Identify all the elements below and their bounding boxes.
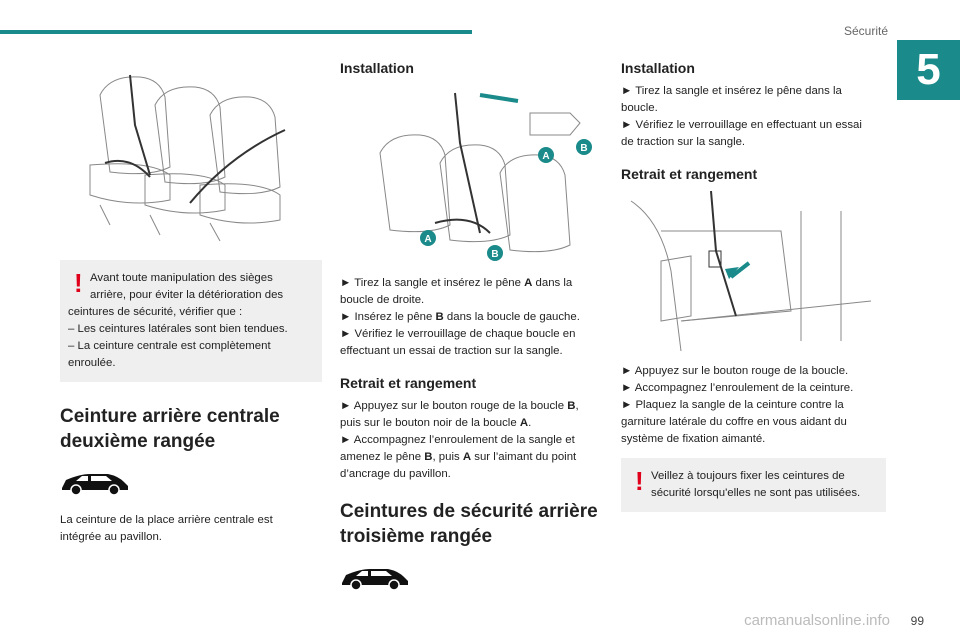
warning-text: – La ceinture centrale est complètement: [68, 340, 271, 352]
instruction-text: boucle.: [621, 102, 658, 114]
instruction-text: garniture latérale du coffre en vous aid…: [621, 416, 847, 428]
instruction-text: de traction sur la sangle.: [621, 136, 746, 148]
instruction-text: ► Appuyez sur le bouton rouge de la bouc…: [621, 365, 849, 377]
rear-seats-illustration: [60, 55, 322, 245]
warning-box: ! Avant toute manipulation des sièges ar…: [60, 260, 322, 382]
instruction-text: ► Plaquez la sangle de la ceinture contr…: [621, 399, 844, 411]
warning-text: arrière, pour éviter la détérioration de…: [90, 289, 284, 301]
heading-retrait: Retrait et rangement: [340, 375, 477, 391]
label-b-bottom: B: [491, 249, 498, 260]
instruction-text: ► Vérifiez le verrouillage de chaque bou…: [340, 328, 576, 340]
column-2: Installation A B A B ► Tirez la sangle e…: [340, 55, 606, 593]
warning-icon: !: [635, 466, 644, 496]
car-icon: [342, 569, 408, 591]
warning-text: ceintures de sécurité, vérifier que :: [68, 306, 243, 318]
installation-illustration: A B A B: [340, 83, 606, 263]
instruction-text: ► Appuyez sur le bouton rouge de la bouc…: [340, 400, 579, 412]
instruction-text: ► Tirez la sangle et insérez le pêne A d…: [340, 277, 573, 289]
instruction-text: système de fixation aimanté.: [621, 433, 766, 445]
chapter-tab: 5: [897, 40, 960, 100]
instruction-text: ► Tirez la sangle et insérez le pêne dan…: [621, 85, 842, 97]
page-number: 99: [910, 614, 924, 628]
heading-installation: Installation: [340, 60, 414, 76]
warning-text: sécurité lorsqu'elles ne sont pas utilis…: [651, 487, 861, 499]
header-accent-bar: [0, 30, 472, 34]
instruction-text: effectuant un essai de traction sur la s…: [340, 345, 563, 357]
warning-text: – Les ceintures latérales sont bien tend…: [68, 323, 288, 335]
heading-installation: Installation: [621, 60, 695, 76]
warning-text: Avant toute manipulation des sièges: [90, 272, 273, 284]
instruction-text: ► Vérifiez le verrouillage en effectuant…: [621, 119, 862, 131]
warning-text: Veillez à toujours fixer les ceintures d…: [651, 470, 845, 482]
label-a-top: A: [542, 151, 549, 162]
instruction-text: boucle de droite.: [340, 294, 425, 306]
instruction-text: d’ancrage du pavillon.: [340, 468, 451, 480]
warning-box: ! Veillez à toujours fixer les ceintures…: [621, 458, 886, 512]
watermark: carmanualsonline.info: [744, 612, 890, 629]
heading-troisieme-rangee: troisième rangée: [340, 526, 493, 547]
heading-ceinture-centrale: deuxième rangée: [60, 431, 216, 452]
section-title: Sécurité: [843, 24, 888, 38]
car-icon: [62, 474, 128, 496]
label-b-top: B: [580, 143, 587, 154]
body-text: intégrée au pavillon.: [60, 531, 162, 543]
warning-text: enroulée.: [68, 357, 116, 369]
body-text: La ceinture de la place arrière centrale…: [60, 514, 273, 526]
column-1: ! Avant toute manipulation des sièges ar…: [60, 55, 322, 546]
label-a-bottom: A: [424, 234, 431, 245]
column-3: Installation ► Tirez la sangle et insére…: [621, 55, 886, 512]
instruction-text: puis sur le bouton noir de la boucle A.: [340, 417, 532, 429]
heading-ceinture-centrale: Ceinture arrière centrale: [60, 406, 280, 427]
instruction-text: ► Accompagnez l’enroulement de la ceintu…: [621, 382, 854, 394]
instruction-text: amenez le pêne B, puis A sur l’aimant du…: [340, 451, 577, 463]
heading-troisieme-rangee: Ceintures de sécurité arrière: [340, 501, 598, 522]
instruction-text: ► Insérez le pêne B dans la boucle de ga…: [340, 311, 580, 323]
heading-retrait: Retrait et rangement: [621, 166, 758, 182]
warning-icon: !: [74, 268, 83, 298]
trunk-illustration: [621, 191, 883, 351]
instruction-text: ► Accompagnez l’enroulement de la sangle…: [340, 434, 575, 446]
